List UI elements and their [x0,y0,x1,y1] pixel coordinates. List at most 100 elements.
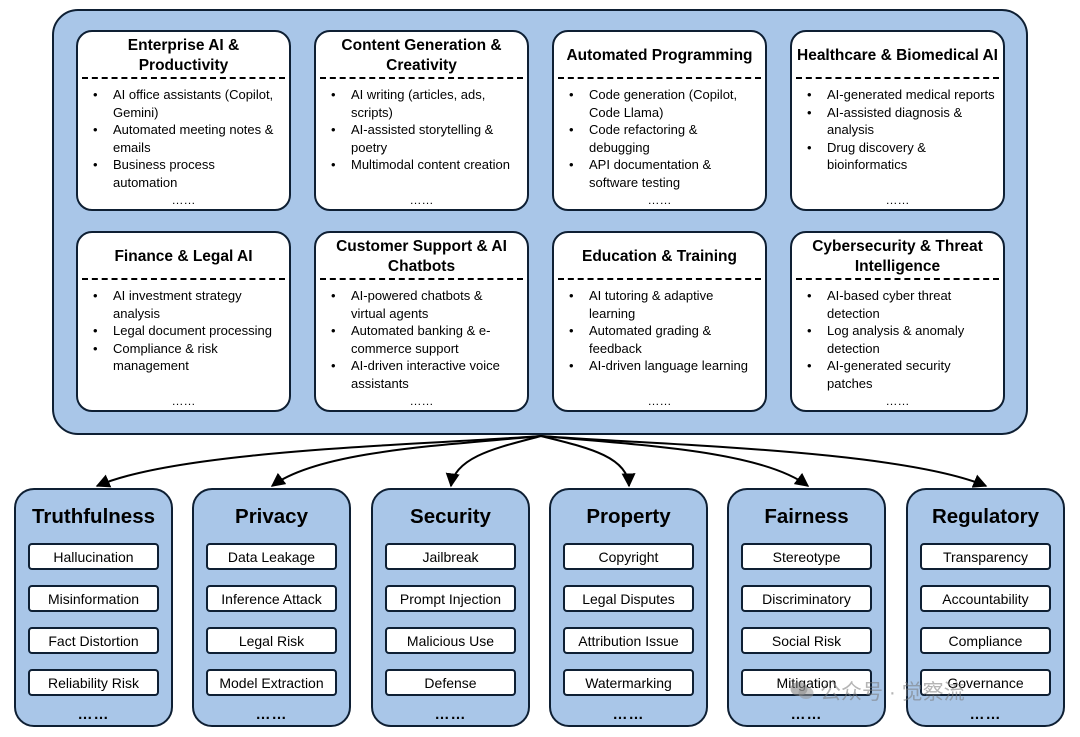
risk-item: Inference Attack [206,585,337,612]
more-ellipsis: …… [171,193,196,207]
app-list-item: Legal document processing [92,322,281,340]
app-card-title: Customer Support & AI Chatbots [336,238,507,275]
more-ellipsis: …… [647,193,672,207]
app-card: Customer Support & AI ChatbotsAI-powered… [314,231,529,412]
app-card-title: Finance & Legal AI [114,248,253,265]
more-ellipsis: …… [255,706,288,723]
app-list-item: Automated meeting notes & emails [92,121,281,156]
risk-item: Reliability Risk [28,669,159,696]
more-ellipsis: …… [885,394,910,408]
app-list-item: AI-generated security patches [806,357,995,392]
app-card: Content Generation & Creativity AI writin… [314,30,529,211]
dashed-divider [320,77,523,79]
risk-item: Fact Distortion [28,627,159,654]
app-list-item: AI-powered chatbots & virtual agents [330,287,519,322]
app-card-title: Enterprise AI & Productivity [127,37,240,74]
more-ellipsis: …… [612,706,645,723]
arrow-truthfulness [95,435,542,488]
app-card-title: Cybersecurity & Threat Intelligence [812,238,983,275]
risk-item: Watermarking [563,669,694,696]
arrow-security [445,435,542,488]
risk-item: Governance [920,669,1051,696]
app-list-item: Code generation (Copilot, Code Llama) [568,86,757,121]
app-item-list: AI-powered chatbots & virtual agentsAuto… [330,287,519,392]
risk-item: Mitigation [741,669,872,696]
app-list-item: Automated banking & e-commerce support [330,322,519,357]
app-card: Healthcare & Biomedical AI AI-generated m… [790,30,1005,211]
risk-item: Model Extraction [206,669,337,696]
risk-item: Stereotype [741,543,872,570]
app-item-list: AI investment strategy analysisLegal doc… [92,287,281,375]
app-list-item: AI investment strategy analysis [92,287,281,322]
arrow-privacy [270,435,542,487]
risk-item: Legal Disputes [563,585,694,612]
risk-item: Compliance [920,627,1051,654]
app-list-item: API documentation & software testing [568,156,757,191]
app-item-list: AI office assistants (Copilot, Gemini)Au… [92,86,281,191]
app-item-list: AI-generated medical reportsAI-assisted … [806,86,995,174]
app-list-item: AI-generated medical reports [806,86,995,104]
arrow-regulatory [540,435,988,488]
app-list-item: Automated grading & feedback [568,322,757,357]
app-item-list: AI writing (articles, ads, scripts)AI-as… [330,86,519,174]
more-ellipsis: …… [647,394,672,408]
dashed-divider [796,77,999,79]
risk-item: Defense [385,669,516,696]
app-list-item: Multimodal content creation [330,156,519,174]
risk-title: Property [586,505,671,528]
app-list-item: AI-driven language learning [568,357,757,375]
dashed-divider [558,278,761,280]
risk-item: Misinformation [28,585,159,612]
app-list-item: Drug discovery & bioinformatics [806,139,995,174]
more-ellipsis: …… [77,706,110,723]
app-item-list: AI-based cyber threat detectionLog analy… [806,287,995,392]
app-list-item: Code refactoring & debugging [568,121,757,156]
dashed-divider [82,77,285,79]
more-ellipsis: …… [171,394,196,408]
risk-item: Transparency [920,543,1051,570]
risk-item: Accountability [920,585,1051,612]
risk-title: Security [410,505,491,528]
app-item-list: AI tutoring & adaptive learningAutomated… [568,287,757,375]
dashed-divider [320,278,523,280]
risk-item: Malicious Use [385,627,516,654]
app-list-item: AI-assisted diagnosis & analysis [806,104,995,139]
risk-item: Attribution Issue [563,627,694,654]
app-list-item: AI office assistants (Copilot, Gemini) [92,86,281,121]
app-card-title: Healthcare & Biomedical AI [797,47,998,64]
app-list-item: AI writing (articles, ads, scripts) [330,86,519,121]
app-list-item: Compliance & risk management [92,340,281,375]
risk-item: Hallucination [28,543,159,570]
risk-title: Regulatory [931,505,1040,528]
app-list-item: Business process automation [92,156,281,191]
app-card-title: Automated Programming [566,47,753,64]
more-ellipsis: …… [790,706,823,723]
risk-title: Fairness [764,505,849,528]
app-item-list: Code generation (Copilot, Code Llama)Cod… [568,86,757,191]
more-ellipsis: …… [409,193,434,207]
arrow-property [540,435,636,488]
more-ellipsis: …… [434,706,467,723]
app-card-title: Education & Training [581,248,737,265]
more-ellipsis: …… [969,706,1002,723]
risk-item: Legal Risk [206,627,337,654]
app-card: Finance & Legal AI AI investment strategy… [76,231,291,412]
risk-item: Copyright [563,543,694,570]
risk-title: Privacy [235,505,308,528]
app-list-item: AI-assisted storytelling & poetry [330,121,519,156]
dashed-divider [558,77,761,79]
more-ellipsis: …… [885,193,910,207]
risk-item: Prompt Injection [385,585,516,612]
app-card: Enterprise AI & Productivity AI office as… [76,30,291,211]
app-card-title: Content Generation & Creativity [341,37,502,74]
app-list-item: Log analysis & anomaly detection [806,322,995,357]
dashed-divider [796,278,999,280]
app-card: Automated ProgrammingCode generation (Co… [552,30,767,211]
